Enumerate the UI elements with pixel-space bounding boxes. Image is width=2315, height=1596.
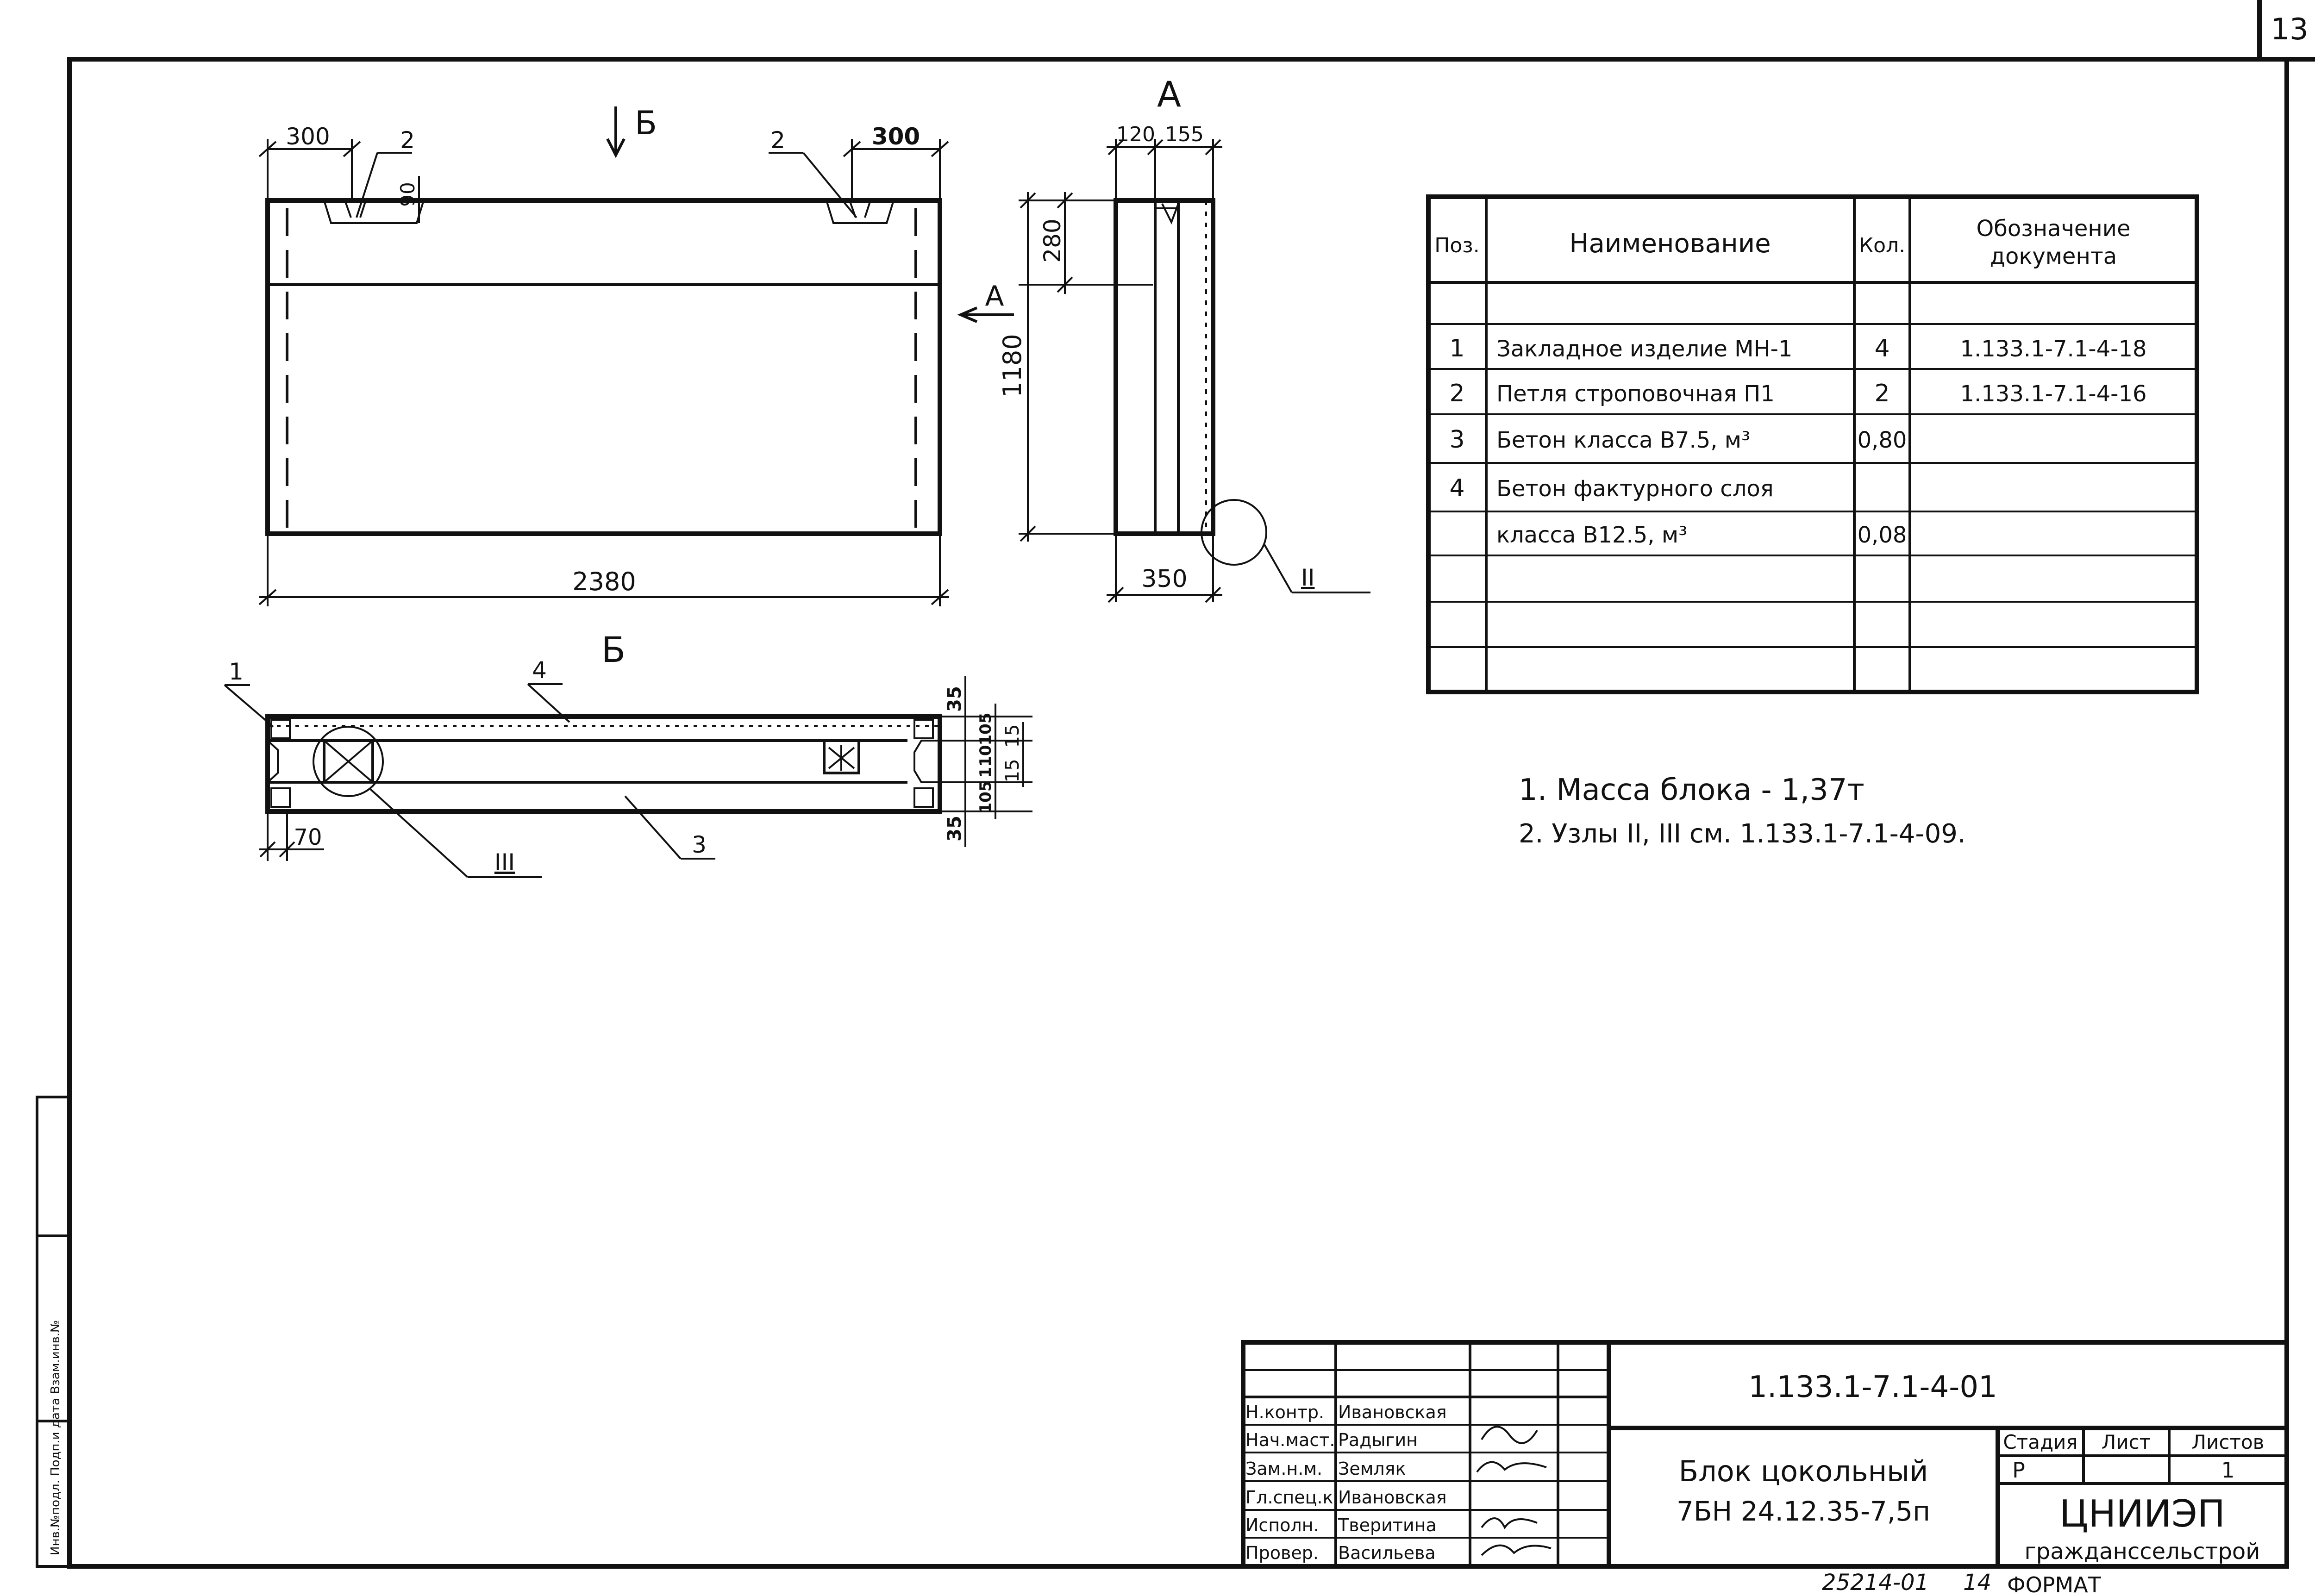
dim-section-top-left: 120 [1116,123,1155,146]
dim-plan-top: 35 [944,686,965,712]
elevation-view: 300 300 90 2 2 Б А 2380 [258,104,1014,606]
format-label: ФОРМАТ [2007,1572,2102,1596]
org-line2: гражданссельстрой [2025,1539,2260,1565]
stage-header: Стадия [2003,1431,2077,1453]
dim-plan-bottom: 35 [944,816,965,842]
row-1-doc: 1.133.1-7.1-4-18 [1960,336,2146,362]
dim-right-offset: 300 [872,123,920,150]
dim-plan-r2: 110 [976,745,995,778]
table-row: 3 Бетон класса В7.5, м³ 0,80 [1449,426,1907,454]
note-2: 2. Узлы II, III см. 1.133.1-7.1-4-09. [1519,819,1966,849]
sig-role-4: Исполн. [1245,1515,1319,1535]
notes: 1. Масса блока - 1,37т 2. Узлы II, III с… [1519,773,1966,849]
row-3-qty: 0,80 [1858,427,1907,453]
row-2-name: Петля строповочная П1 [1496,381,1775,407]
arrow-b-label: Б [635,104,657,142]
section-b-label: Б [601,629,626,670]
header-doc-line2: документа [1990,243,2117,269]
sheet-frame [67,0,2315,1569]
dim-plan-r3: 105 [976,781,995,814]
header-qty: Кол. [1859,234,1905,257]
row-5-qty: 0,08 [1858,522,1907,548]
spec-table: Поз. Наименование Кол. Обозначение докум… [1426,194,2199,694]
plan-view-b: Б III 1 4 3 [224,629,1032,878]
header-name: Наименование [1569,229,1771,259]
sheets-header: Листов [2192,1431,2265,1453]
side-stamp-text: Инв.№подл. Подп.и дата Взам.инв.№ [49,1320,63,1555]
dim-loop-depth: 90 [396,182,419,206]
inventory-number: 25214-01 [1822,1570,1929,1596]
row-3-name: Бетон класса В7.5, м³ [1496,427,1750,453]
handwritten-signatures [1476,1426,1552,1556]
dim-section-width: 350 [1141,565,1187,593]
callout-pos-1: 1 [229,658,244,685]
row-2-doc: 1.133.1-7.1-4-16 [1960,381,2146,407]
dim-plan-r5: 15 [1002,759,1023,783]
row-3-pos: 3 [1449,426,1464,454]
row-5-name: класса В12.5, м³ [1496,522,1687,548]
arrow-a-label: А [985,280,1004,312]
title-block: 1.133.1-7.1-4-01 Блок цокольный 7БН 24.1… [1241,1340,2289,1569]
sig-role-0: Н.контр. [1245,1402,1324,1422]
row-1-qty: 4 [1874,335,1890,362]
callout-node-III: III [494,849,515,876]
sig-role-3: Гл.спец.к. [1245,1487,1339,1508]
sig-role-2: Зам.н.м. [1245,1459,1322,1479]
sheets-value: 1 [2221,1458,2234,1483]
table-row: 2 Петля строповочная П1 2 1.133.1-7.1-4-… [1449,380,2146,407]
callout-node-II: II [1301,564,1315,591]
sig-name-1: Радыгин [1338,1430,1418,1450]
dim-top-band: 280 [1039,218,1066,262]
sig-name-0: Ивановская [1338,1402,1447,1422]
row-2-qty: 2 [1874,380,1890,407]
title-line1: Блок цокольный [1679,1454,1928,1488]
signature-list: Н.контр. Ивановская Нач.маст. Радыгин За… [1245,1402,1447,1563]
stage-value: Р [2012,1458,2025,1483]
table-row: 4 Бетон фактурного слоя [1449,474,1773,502]
inventory-sheet: 14 [1963,1570,1991,1596]
row-1-name: Закладное изделие МН-1 [1496,336,1792,362]
dim-total-height: 1180 [998,334,1027,397]
dim-section-top-right: 155 [1165,123,1204,146]
dim-plan-left: 70 [294,824,322,850]
note-1: 1. Масса блока - 1,37т [1519,773,1865,807]
row-4-pos: 4 [1449,474,1464,502]
dim-plan-r1: 105 [976,713,995,746]
dim-left-offset: 300 [286,123,330,150]
row-2-pos: 2 [1449,380,1464,407]
sig-role-1: Нач.маст. [1245,1430,1335,1450]
sig-name-4: Тверитина [1338,1515,1437,1535]
side-stamp: Инв.№подл. Подп.и дата Взам.инв.№ [36,1096,71,1568]
section-a: А 1180 280 120 155 350 [998,74,1370,603]
title-line2: 7БН 24.12.35-7,5п [1677,1496,1930,1527]
header-pos: Поз. [1434,234,1479,257]
row-4-name: Бетон фактурного слоя [1496,476,1774,502]
page-number: 13 [2271,12,2308,47]
section-a-label: А [1157,74,1181,115]
row-1-pos: 1 [1449,335,1464,362]
org-line1: ЦНИИЭП [2059,1492,2225,1535]
sig-name-3: Ивановская [1338,1487,1447,1508]
callout-loop-right: 2 [770,127,785,154]
dim-plan-r4: 15 [1002,724,1023,748]
dim-total-length: 2380 [572,567,636,596]
header-doc-line1: Обозначение [1976,216,2130,242]
designation: 1.133.1-7.1-4-01 [1748,1370,1997,1404]
table-row: класса В12.5, м³ 0,08 [1496,522,1907,548]
callout-loop-left: 2 [400,127,415,154]
sig-name-2: Земляк [1338,1459,1406,1479]
callout-pos-4: 4 [532,657,547,684]
table-row: 1 Закладное изделие МН-1 4 1.133.1-7.1-4… [1449,335,2146,362]
sig-name-5: Васильева [1338,1543,1436,1563]
callout-pos-3: 3 [692,831,707,858]
sheet-header: Лист [2102,1431,2151,1453]
sig-role-5: Провер. [1245,1543,1319,1563]
